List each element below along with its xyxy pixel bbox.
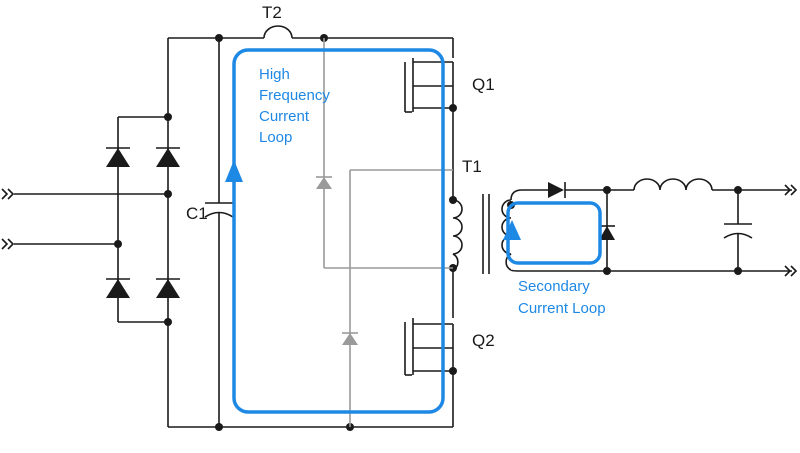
t2-label: T2 bbox=[262, 3, 282, 22]
c1-capacitor: C1 bbox=[186, 38, 234, 427]
bridge-diode-bottom-left bbox=[106, 278, 130, 298]
q1-mosfet: Q1 bbox=[404, 58, 495, 113]
t1-label: T1 bbox=[462, 157, 482, 176]
auxiliary-paths bbox=[316, 38, 453, 427]
bridge-rectifier bbox=[106, 113, 180, 326]
loop-arrow-icon bbox=[225, 160, 243, 182]
input-terminal-top bbox=[1, 188, 168, 200]
output-terminal-top bbox=[784, 184, 798, 196]
secondary-circuit bbox=[510, 178, 798, 277]
q1-label: Q1 bbox=[472, 75, 495, 94]
c1-label: C1 bbox=[186, 204, 208, 223]
hf-loop-label: High Frequency Current Loop bbox=[259, 66, 334, 146]
q2-mosfet: Q2 bbox=[404, 264, 495, 427]
bridge-diode-top-right bbox=[156, 147, 180, 167]
output-terminal-bottom bbox=[784, 265, 798, 277]
input-terminal-bottom bbox=[1, 238, 118, 250]
bridge-diode-bottom-right bbox=[156, 278, 180, 298]
secondary-rectifier-diode bbox=[548, 182, 566, 198]
output-inductor bbox=[633, 178, 713, 191]
output-capacitor bbox=[723, 190, 753, 271]
bridge-diode-top-left bbox=[106, 147, 130, 167]
q2-label: Q2 bbox=[472, 331, 495, 350]
secondary-loop-arrow-icon bbox=[503, 220, 521, 240]
high-frequency-loop: High Frequency Current Loop bbox=[225, 48, 445, 414]
t1-transformer: T1 bbox=[449, 157, 515, 274]
secondary-loop: Secondary Current Loop bbox=[503, 201, 606, 317]
t2-transformer: T2 bbox=[262, 3, 293, 39]
secondary-loop-label: Secondary Current Loop bbox=[518, 278, 606, 317]
